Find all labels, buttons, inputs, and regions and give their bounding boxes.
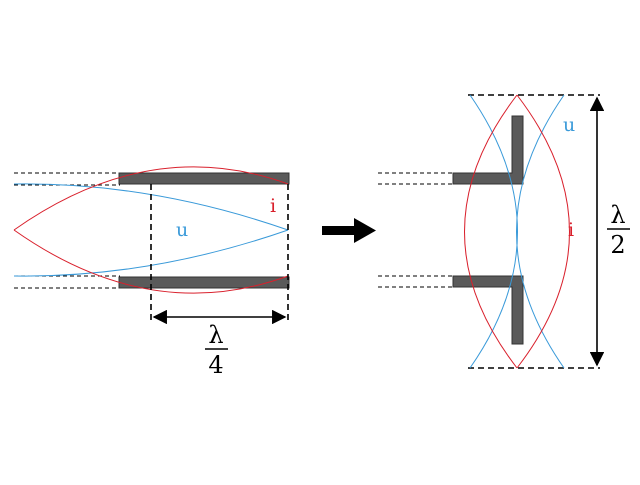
length-label-right: λ 2 [607,201,630,259]
current-label-left: i [270,195,276,217]
current-waveform-right [464,94,570,369]
arrow-right-icon [322,218,376,243]
feed-lines-left [14,172,120,289]
voltage-label-left: u [176,219,188,241]
length-markers-right [468,94,600,369]
length-label-left: λ 4 [205,321,228,379]
length-markers-left [150,184,289,320]
upper-dipole-arm [452,115,524,185]
length-numerator-right: λ [610,201,625,229]
length-denominator-right: 2 [610,231,625,259]
lower-dipole-arm [452,275,524,345]
length-denominator-left: 4 [208,351,223,379]
current-label-right: i [568,219,574,241]
voltage-label-right: u [563,114,575,136]
upper-conductor-left [118,172,290,185]
length-numerator-left: λ [208,321,223,349]
half-wave-dipole: u i λ 2 [378,94,630,369]
lower-conductor-left [118,276,290,289]
quarter-wave-line: u i λ 4 [13,166,290,379]
voltage-waveform-right [469,94,565,369]
feed-lines-right [378,172,455,288]
